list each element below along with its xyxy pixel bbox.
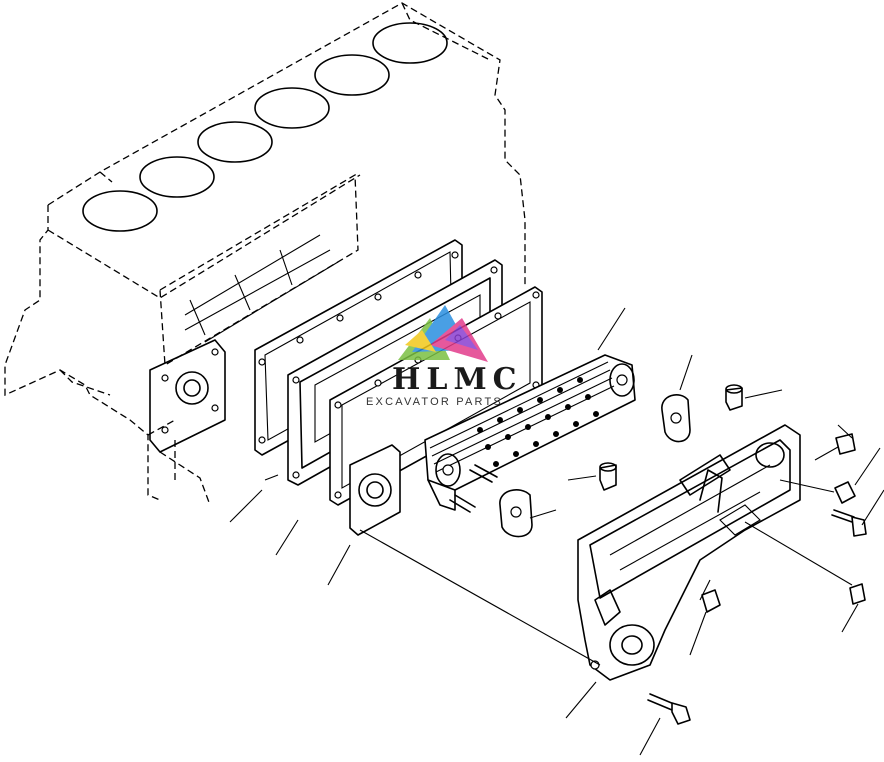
element-fins bbox=[477, 377, 599, 467]
oil-cooler-element bbox=[424, 354, 636, 513]
plugs bbox=[599, 384, 866, 613]
watermark-logo-mark bbox=[398, 305, 488, 362]
element-gasket bbox=[329, 286, 543, 536]
oil-filter-head bbox=[577, 424, 801, 681]
watermark-brand: HLMC bbox=[392, 362, 523, 397]
bolts bbox=[647, 509, 867, 725]
o-ring bbox=[499, 394, 691, 538]
watermark-tagline: EXCAVATOR PARTS bbox=[366, 396, 503, 408]
leader-lines bbox=[229, 307, 884, 756]
cylinder-block bbox=[4, 2, 526, 506]
